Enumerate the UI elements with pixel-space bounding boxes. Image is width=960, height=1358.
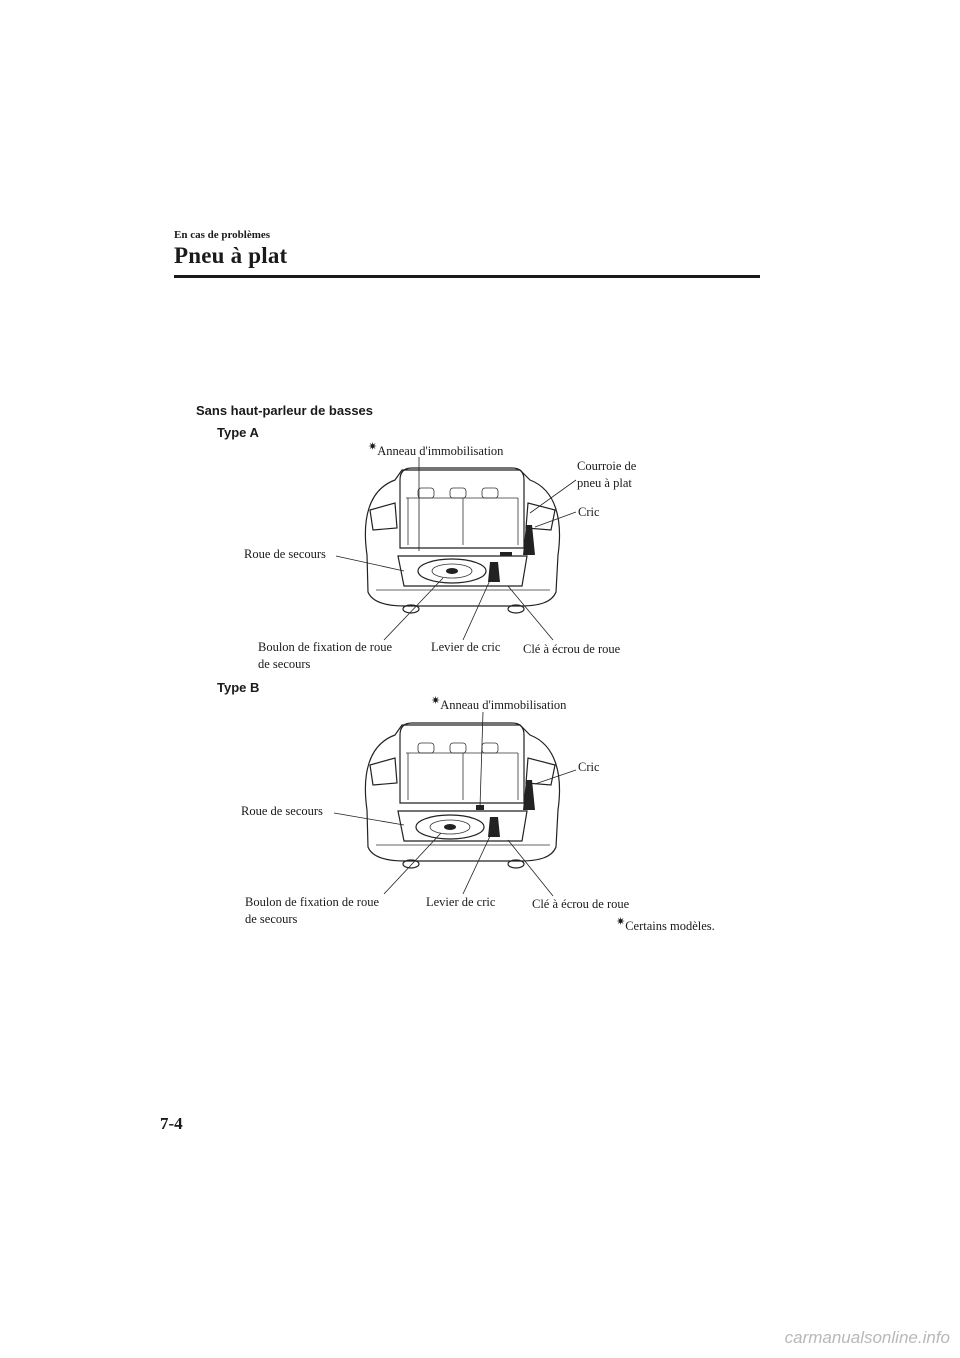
label-cle-a: Clé à écrou de roue (523, 642, 621, 656)
label-levier-b: Levier de cric (426, 895, 496, 909)
figure-a-leader-lines (335, 457, 577, 641)
footnote-star-icon: ✷ (431, 694, 441, 707)
footnote: ✷Certains modèles. (616, 915, 715, 933)
header-rule (174, 275, 760, 278)
type-a-label: Type A (217, 425, 259, 440)
figure-a-car (364, 467, 561, 614)
page-title: Pneu à plat (174, 243, 288, 268)
figure-b-car (364, 722, 561, 869)
type-b-label: Type B (217, 680, 260, 695)
label-cric-a: Cric (578, 505, 600, 519)
watermark: carmanualsonline.info (784, 1328, 950, 1347)
page-number: 7-4 (160, 1114, 183, 1133)
chapter-title: En cas de problèmes (174, 229, 271, 241)
label-anneau-a: ✷Anneau d'immobilisation (368, 440, 504, 458)
label-roue-b: Roue de secours (241, 804, 323, 818)
label-levier-a: Levier de cric (431, 640, 501, 654)
footnote-star-icon: ✷ (368, 440, 378, 453)
label-anneau-b: ✷Anneau d'immobilisation (431, 694, 567, 712)
section-heading: Sans haut-parleur de basses (196, 403, 374, 418)
label-cric-b: Cric (578, 760, 600, 774)
label-roue-a: Roue de secours (244, 547, 326, 561)
footnote-star-icon: ✷ (616, 915, 626, 928)
label-cle-b: Clé à écrou de roue (532, 897, 630, 911)
figure-b-leader-lines (333, 711, 577, 897)
